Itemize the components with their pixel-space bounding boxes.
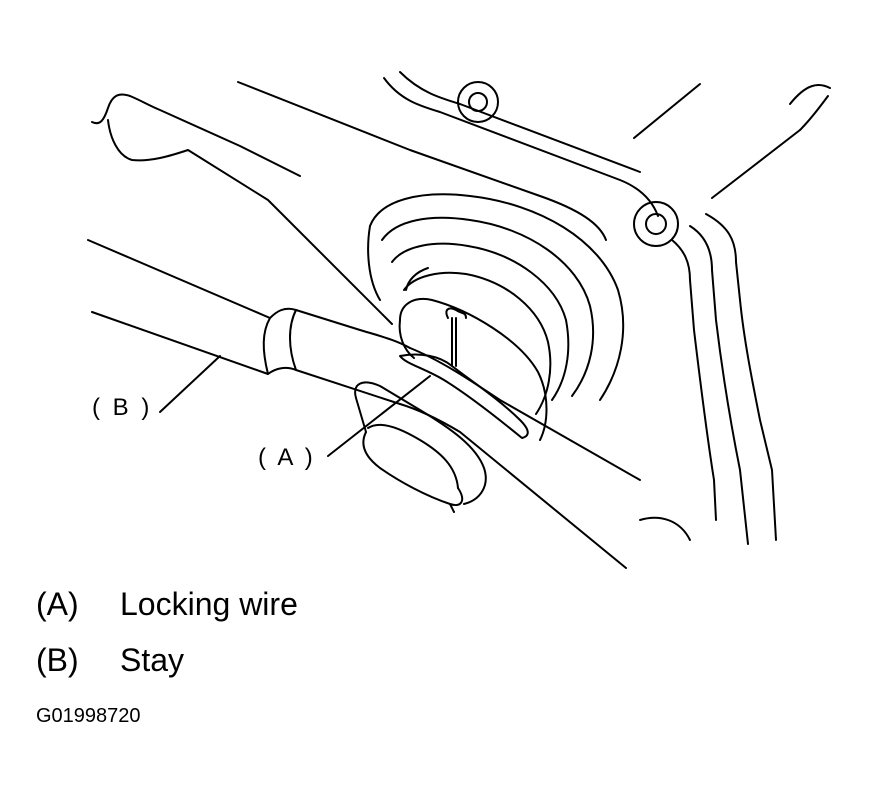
boss-ring-4 [391, 242, 570, 401]
housing-flange [383, 77, 659, 217]
fitting-face [362, 431, 464, 506]
bolt-boss-upper-inner [468, 92, 488, 112]
upper-pipe-top-edge [129, 95, 301, 177]
bolt-boss-lower-inner [645, 213, 667, 235]
legend-row-b: (B) Stay [36, 642, 184, 679]
locking-wire-diagram [87, 71, 831, 569]
legend-key-a: (A) [36, 586, 79, 622]
boss-ring-3 [381, 216, 595, 397]
bolt-boss-upper-outer [457, 81, 499, 123]
legend-text-b: Stay [120, 642, 185, 678]
shaft-top [633, 83, 701, 139]
locking-wire [445, 307, 467, 367]
legend-text-a: Locking wire [120, 586, 298, 622]
boss-ring-2 [367, 225, 381, 301]
bracket-lower [639, 516, 691, 541]
fitting-rim [367, 423, 459, 489]
legend-row-a: (A) Locking wire [36, 586, 298, 623]
housing-right-contour-3 [671, 239, 717, 521]
legend-key-b: (B) [36, 642, 79, 678]
leader-line-a [327, 375, 431, 457]
boss-ring-5 [403, 271, 552, 415]
shaft-bottom [711, 129, 801, 199]
stay-arm-top [409, 347, 641, 481]
callout-label-a: ( A ) [258, 444, 316, 471]
housing-outline [237, 81, 607, 241]
shaft-end [789, 84, 831, 131]
upper-pipe-outline [91, 93, 393, 325]
fitting-base [449, 503, 455, 513]
figure-code: G01998720 [36, 705, 141, 727]
stay-lower-edge [91, 311, 401, 405]
plug-body [399, 298, 548, 441]
boss-ring-1 [369, 193, 625, 401]
callout-label-b: ( B ) [92, 394, 153, 421]
stay-collar [262, 309, 297, 375]
housing-right-contour-1 [705, 213, 777, 541]
stay-arm-bottom [399, 403, 627, 569]
fitting-outer [354, 381, 487, 505]
leader-line-b [159, 355, 221, 413]
plug-face [398, 319, 415, 359]
housing-right-contour-2 [689, 225, 749, 545]
locking-wire-loop [399, 353, 529, 439]
boss-ring-6 [405, 267, 429, 291]
housing-flange-inner [399, 71, 641, 173]
bolt-boss-lower-outer [633, 201, 679, 247]
